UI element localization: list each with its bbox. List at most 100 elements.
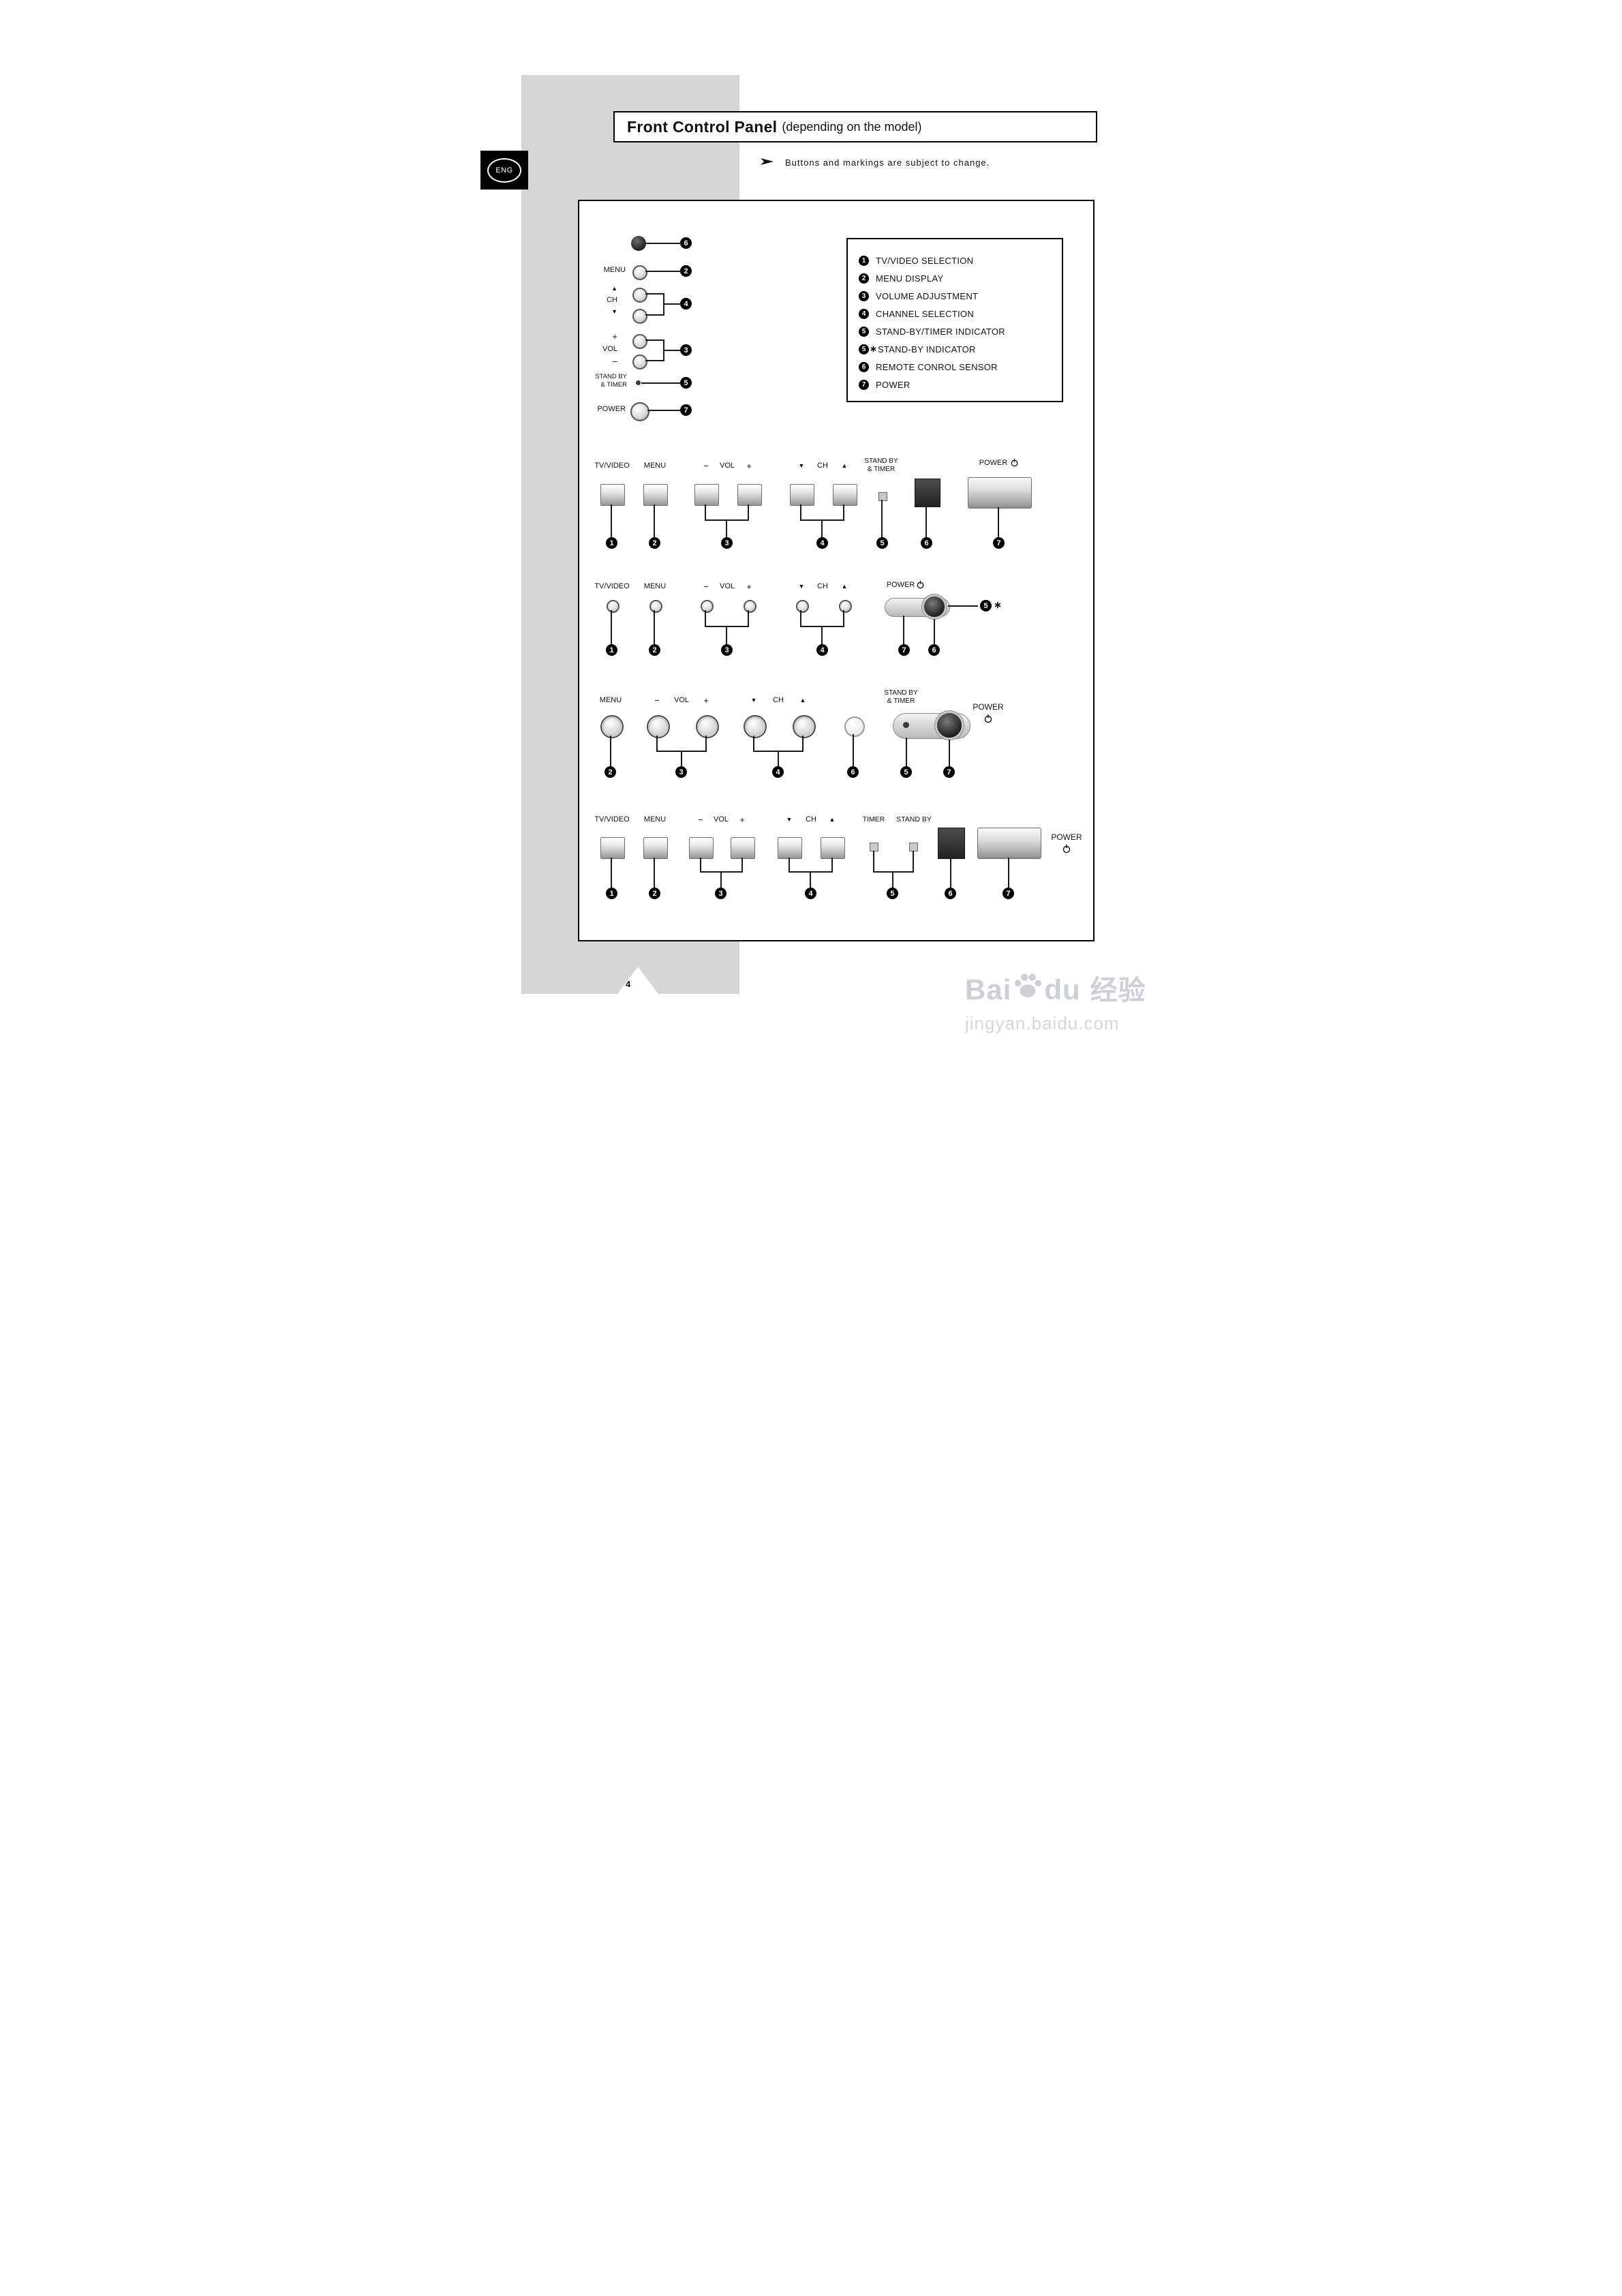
channel-up-button [821, 837, 845, 859]
volume-up-button [744, 600, 756, 613]
connector-line [645, 271, 680, 272]
eng-language-badge: ENG [480, 151, 528, 190]
ch-down-label: ▼ [798, 462, 805, 469]
power-button [630, 402, 649, 421]
menu-button [643, 484, 668, 506]
connector-line [802, 736, 804, 751]
page-corner-triangle [617, 967, 658, 994]
connector-line [611, 858, 612, 888]
connector-line [645, 360, 664, 361]
standby-label: STAND BY [896, 815, 932, 824]
menu-label: MENU [643, 815, 667, 824]
callout-5-badge: 5 [887, 888, 898, 899]
power-symbol-icon [916, 580, 925, 589]
callout-2-badge: 2 [649, 537, 660, 549]
remote-sensor-window [844, 716, 865, 737]
vol-plus-label: + [746, 461, 752, 471]
standby-indicator-led [636, 380, 641, 385]
connector-line [645, 293, 664, 294]
tvvideo-button [607, 600, 619, 613]
connector-line [664, 350, 681, 351]
connector-line [881, 500, 883, 538]
ch-label: CH [817, 462, 828, 470]
connector-line [654, 610, 655, 645]
connector-line [748, 504, 749, 519]
eng-label: ENG [487, 157, 521, 183]
menu-label: MENU [599, 696, 622, 704]
ch-label: CH [817, 582, 828, 590]
connector-line [705, 610, 706, 626]
menu-button [649, 600, 662, 613]
connector-line [645, 339, 664, 341]
volume-down-button [701, 600, 714, 613]
ch-down-label: ▼ [750, 697, 757, 704]
callout-7-badge: 7 [898, 644, 910, 656]
volume-down-button [632, 354, 647, 369]
remote-sensor-window [915, 479, 940, 507]
callout-3-badge: 3 [675, 766, 687, 778]
ch-label: CH [806, 815, 816, 824]
connector-line [873, 871, 914, 873]
callout-6-badge: 6 [921, 537, 932, 549]
volume-down-button [694, 484, 719, 506]
connector-line [726, 519, 727, 538]
callout-3-badge: 3 [721, 537, 733, 549]
callout-4-badge: 4 [816, 644, 828, 656]
power-button [968, 477, 1032, 509]
legend-item-label: CHANNEL SELECTION [876, 308, 975, 319]
callout-1-badge: 1 [606, 644, 617, 656]
connector-line [998, 507, 999, 538]
menu-button [632, 265, 647, 280]
legend-item-label: MENU DISPLAY [876, 273, 944, 284]
vol-plus-label: + [612, 331, 617, 342]
page-title-sub: (depending on the model) [782, 119, 922, 134]
vol-label: VOL [602, 345, 617, 353]
power-label-text: POWER [979, 458, 1008, 467]
callout-3-badge: 3 [721, 644, 733, 656]
tvvideo-button [600, 837, 625, 859]
callout-2-badge: 2 [649, 888, 660, 899]
standby-indicator-led [878, 492, 887, 501]
callout-badge: 4 [859, 308, 869, 319]
tvvideo-label: TV/VIDEO [594, 582, 630, 590]
connector-line [948, 605, 978, 607]
volume-up-button [632, 334, 647, 349]
power-symbol-icon [983, 714, 993, 727]
connector-line [903, 616, 904, 645]
connector-line [654, 504, 655, 538]
channel-down-button [796, 600, 809, 613]
volume-down-button [647, 715, 670, 738]
power-label-text: POWER [886, 580, 915, 589]
callout-2-badge: 2 [649, 644, 660, 656]
connector-line [778, 751, 779, 767]
power-label: POWER [973, 458, 1025, 467]
connector-line [645, 314, 664, 316]
watermark-brand-a: Bai [965, 973, 1012, 1006]
callout-1-badge: 1 [606, 537, 617, 549]
vol-plus-label: + [739, 815, 745, 825]
menu-button [643, 837, 668, 859]
note-text: Buttons and markings are subject to chan… [785, 157, 990, 168]
callout-5-badge: 5 [680, 377, 692, 389]
volume-down-button [689, 837, 714, 859]
legend-item: 5∗STAND-BY INDICATOR [859, 340, 1062, 358]
connector-line [821, 626, 823, 645]
connector-line [681, 751, 682, 767]
callout-badge: 6 [859, 361, 869, 372]
connector-line [789, 858, 790, 871]
channel-up-button [839, 600, 852, 613]
vol-label: VOL [719, 582, 735, 590]
callout-4-badge: 4 [680, 298, 692, 309]
remote-sensor-window [938, 828, 965, 859]
paw-icon [1013, 971, 1043, 1004]
vol-label: VOL [713, 815, 729, 824]
note-arrow-icon [759, 155, 776, 171]
connector-line [853, 734, 854, 767]
volume-up-button [731, 837, 755, 859]
vol-plus-label: + [746, 581, 752, 592]
power-label: POWER [973, 702, 1004, 712]
connector-line [647, 410, 680, 411]
callout-6-badge: 6 [928, 644, 940, 656]
connector-line [664, 303, 681, 305]
